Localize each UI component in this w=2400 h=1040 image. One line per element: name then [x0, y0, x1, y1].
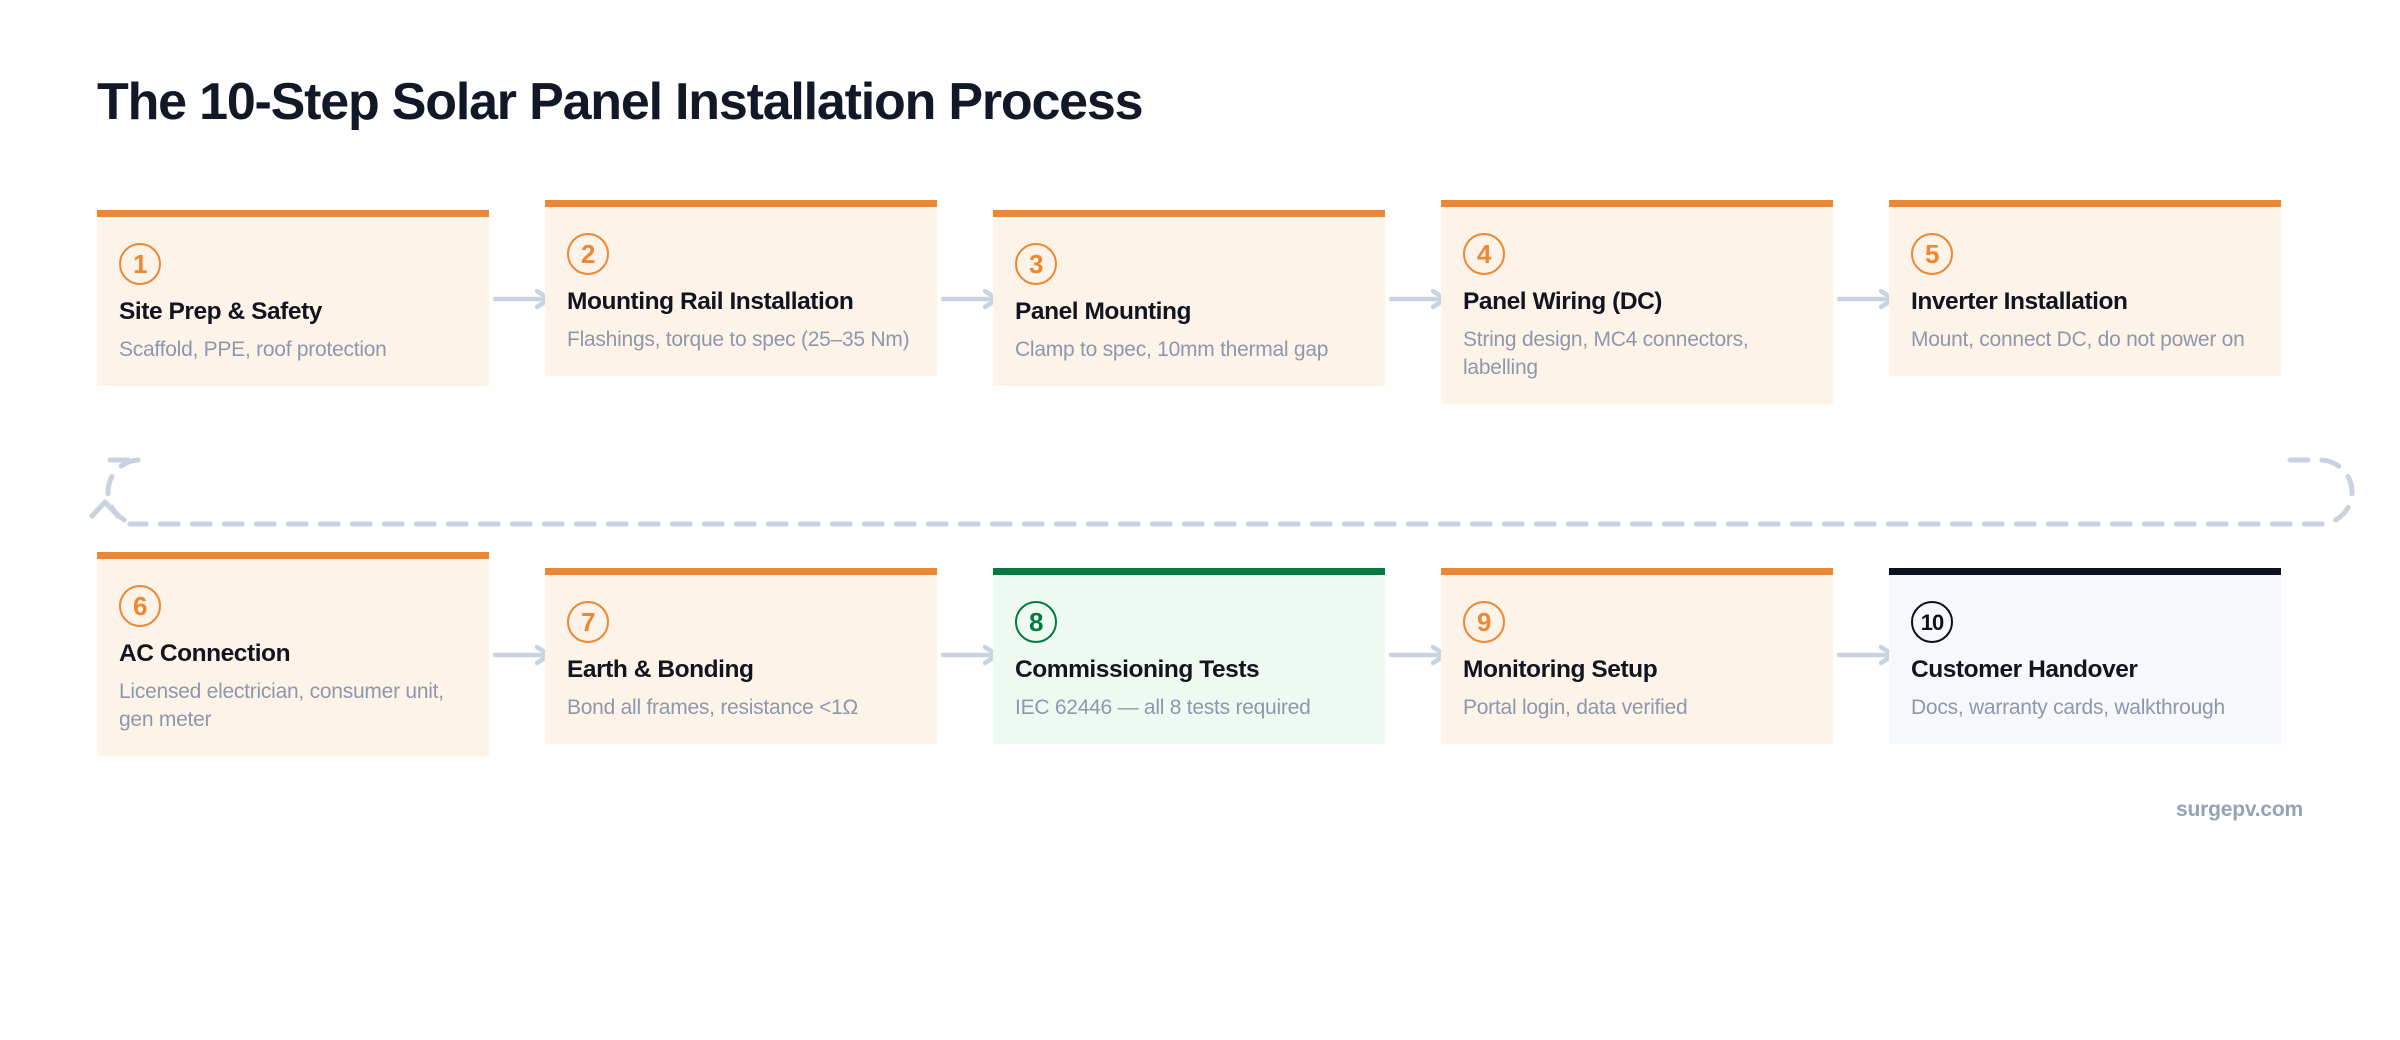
step-card-2[interactable]: 2 Mounting Rail Installation Flashings, …: [545, 200, 937, 376]
row-wrap-connector: [89, 457, 2355, 527]
step-title: Inverter Installation: [1911, 288, 2128, 315]
step-description: Portal login, data verified: [1463, 695, 1688, 719]
step-card-1[interactable]: 1 Site Prep & Safety Scaffold, PPE, roof…: [97, 210, 489, 386]
step-description: Mount, connect DC, do not power on: [1911, 327, 2245, 351]
step-number-badge: 1: [119, 243, 161, 285]
step-description: IEC 62446 — all 8 tests required: [1015, 695, 1311, 719]
step-card-10[interactable]: 10 Customer Handover Docs, warranty card…: [1889, 568, 2281, 744]
step-number-badge: 5: [1911, 233, 1953, 275]
step-title: Site Prep & Safety: [119, 298, 322, 325]
step-title: Earth & Bonding: [567, 656, 754, 683]
step-description: Bond all frames, resistance <1Ω: [567, 695, 859, 719]
step-card-7[interactable]: 7 Earth & Bonding Bond all frames, resis…: [545, 568, 937, 744]
step-title: Mounting Rail Installation: [567, 288, 854, 315]
step-title: Panel Wiring (DC): [1463, 288, 1663, 315]
step-number-badge: 2: [567, 233, 609, 275]
step-number-badge: 10: [1911, 601, 1953, 643]
step-description: Licensed electrician, consumer unit, gen…: [119, 679, 444, 731]
step-card-9[interactable]: 9 Monitoring Setup Portal login, data ve…: [1441, 568, 1833, 744]
step-number-badge: 3: [1015, 243, 1057, 285]
step-description: Scaffold, PPE, roof protection: [119, 337, 387, 361]
step-card-4[interactable]: 4 Panel Wiring (DC) String design, MC4 c…: [1441, 200, 1833, 404]
step-card-6[interactable]: 6 AC Connection Licensed electrician, co…: [97, 552, 489, 756]
step-card-3[interactable]: 3 Panel Mounting Clamp to spec, 10mm the…: [993, 210, 1385, 386]
step-number-badge: 6: [119, 585, 161, 627]
step-description: Flashings, torque to spec (25–35 Nm): [567, 327, 910, 351]
step-description: String design, MC4 connectors, labelling: [1463, 327, 1749, 379]
step-title: AC Connection: [119, 640, 291, 667]
step-card-8[interactable]: 8 Commissioning Tests IEC 62446 — all 8 …: [993, 568, 1385, 744]
step-number-badge: 4: [1463, 233, 1505, 275]
step-title: Panel Mounting: [1015, 298, 1192, 325]
step-title: Commissioning Tests: [1015, 656, 1260, 683]
step-title: Customer Handover: [1911, 656, 2138, 683]
step-number-badge: 9: [1463, 601, 1505, 643]
step-title: Monitoring Setup: [1463, 656, 1658, 683]
footer-watermark: surgepv.com: [2176, 798, 2303, 821]
step-card-5[interactable]: 5 Inverter Installation Mount, connect D…: [1889, 200, 2281, 376]
step-description: Clamp to spec, 10mm thermal gap: [1015, 337, 1329, 361]
step-description: Docs, warranty cards, walkthrough: [1911, 695, 2225, 719]
step-number-badge: 7: [567, 601, 609, 643]
page-title: The 10-Step Solar Panel Installation Pro…: [97, 73, 1144, 131]
step-number-badge: 8: [1015, 601, 1057, 643]
